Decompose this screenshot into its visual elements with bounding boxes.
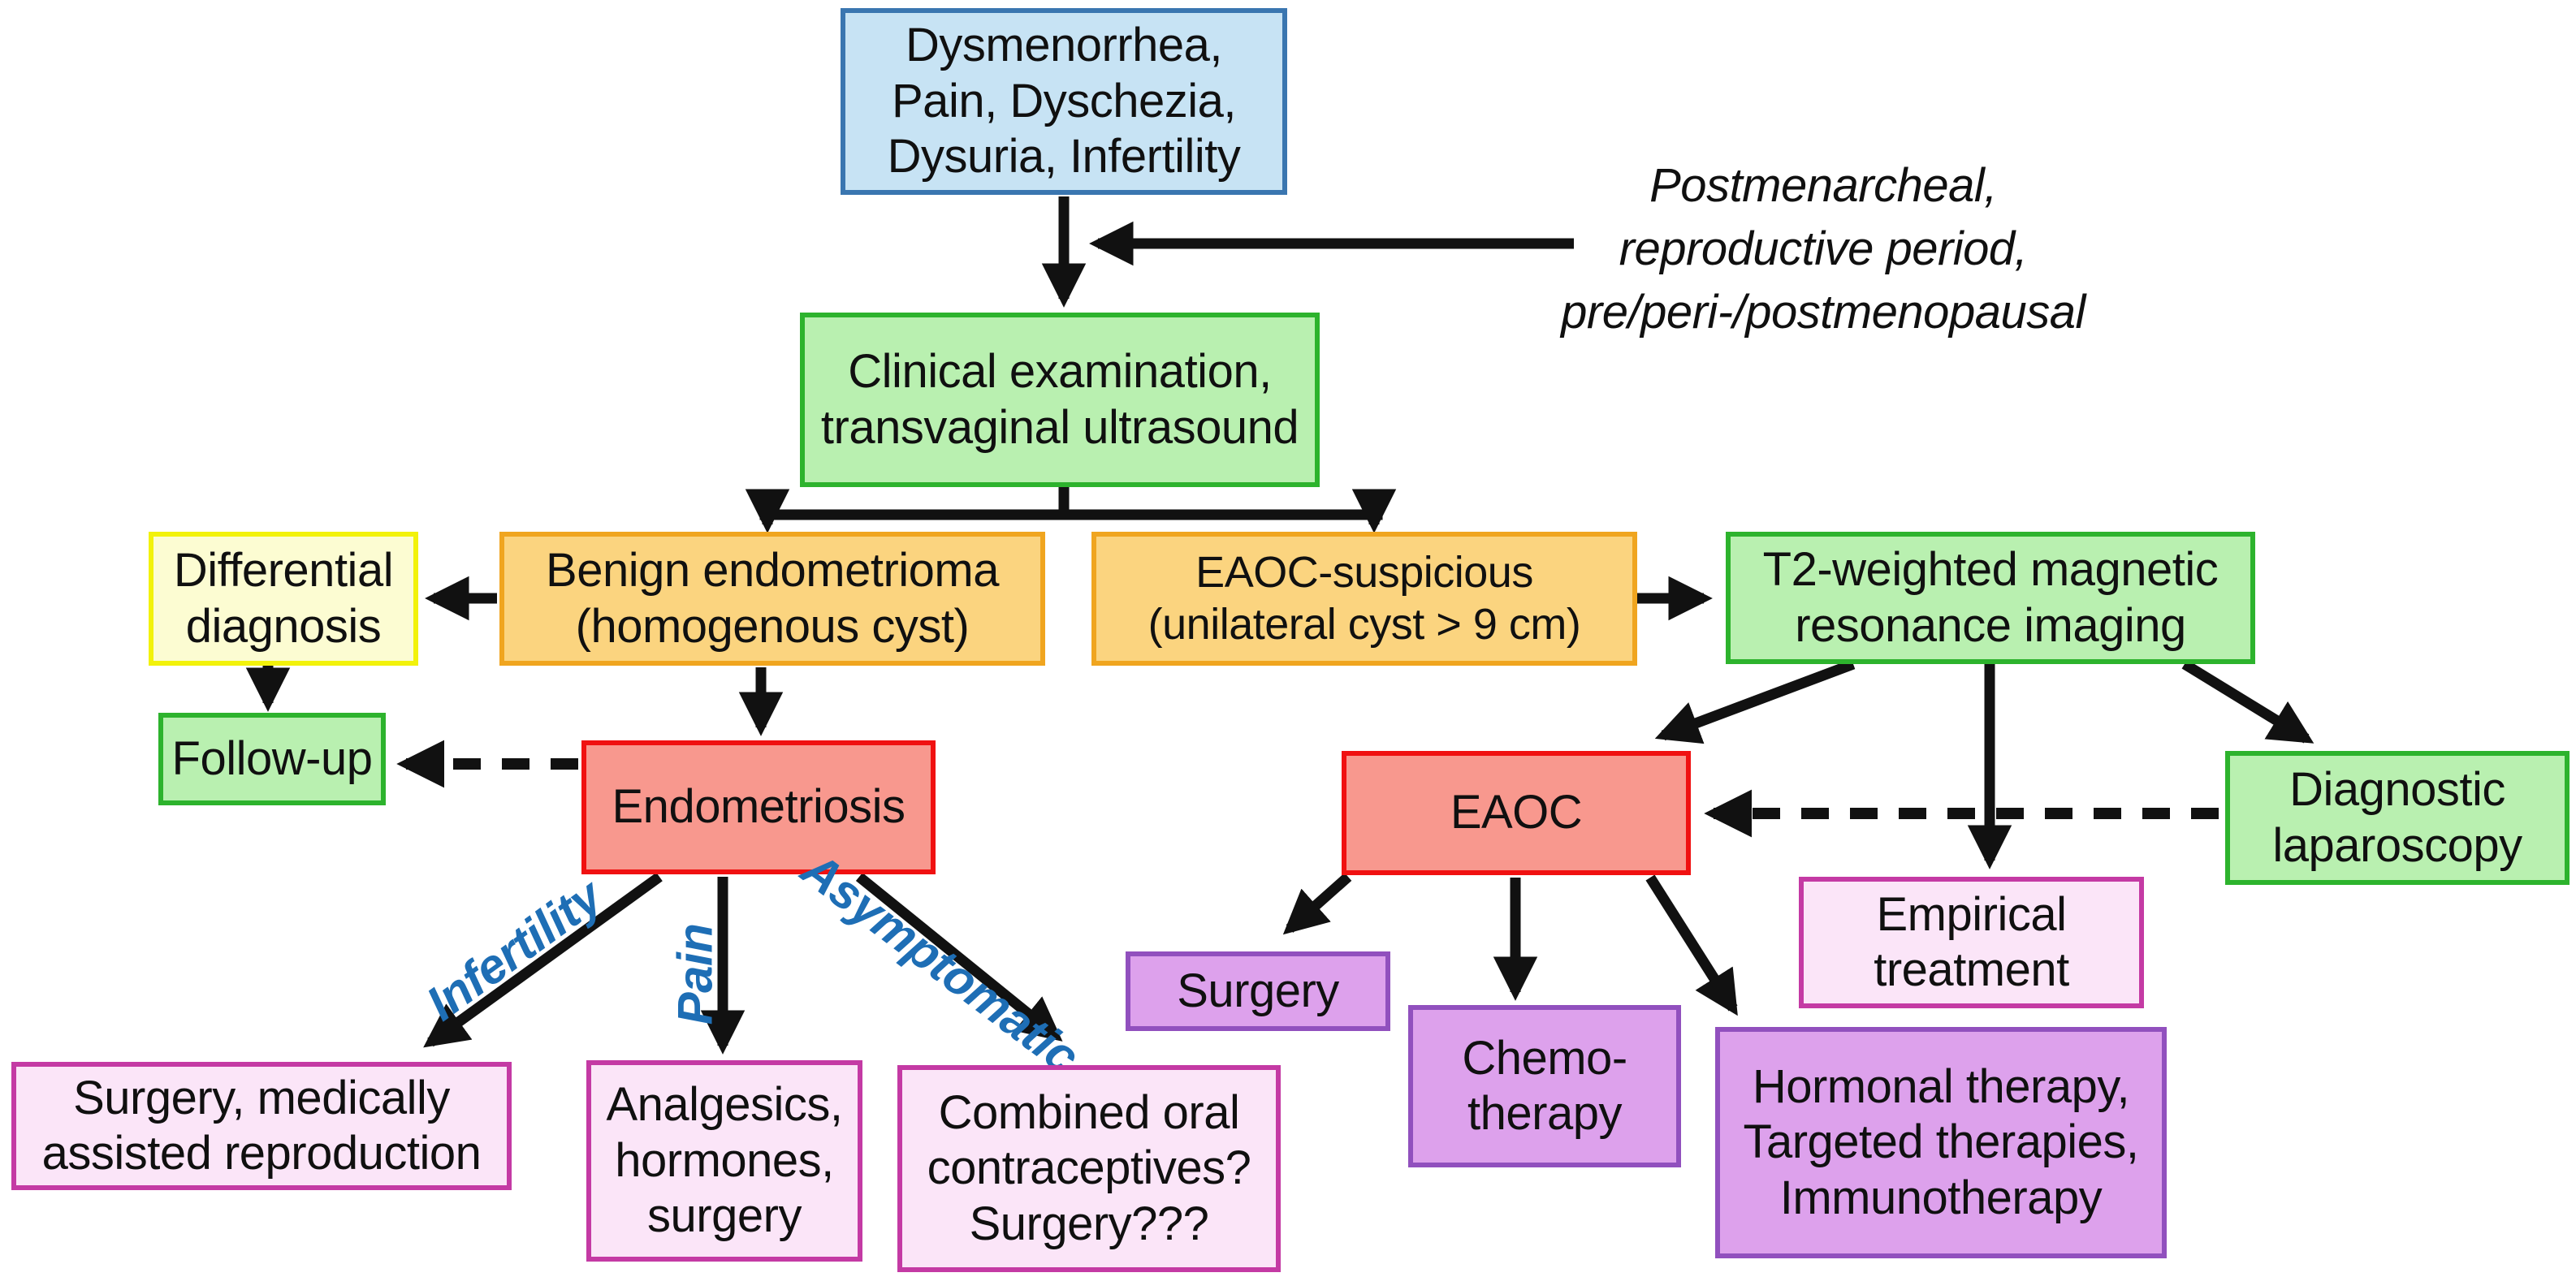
text-line: Diagnostic — [2289, 763, 2505, 817]
node-hormonal-targeted-immunotherapy: Hormonal therapy,Targeted therapies,Immu… — [1715, 1027, 2167, 1258]
text-line: EAOC — [1450, 786, 1583, 839]
node-analgesics: Analgesics,hormones,surgery — [586, 1060, 862, 1262]
text-line: Analgesics, — [606, 1078, 843, 1132]
text-line: assisted reproduction — [41, 1127, 482, 1180]
text-line: EAOC-suspicious — [1195, 547, 1533, 597]
node-surgery: Surgery — [1126, 951, 1390, 1031]
arrow-t2-to-laparoscopy — [2181, 659, 2315, 744]
arrow-endometriosis-asymptomatic — [855, 872, 1063, 1042]
text-line: (unilateral cyst > 9 cm) — [1148, 599, 1581, 649]
text-line: reproductive period, — [1619, 222, 2028, 275]
node-eaoc-suspicious: EAOC-suspicious(unilateral cyst > 9 cm) — [1091, 532, 1637, 666]
text-line: Surgery — [1177, 964, 1339, 1017]
split-connector — [759, 480, 1383, 520]
arrow-eaoc-to-hormonal — [1645, 874, 1738, 1016]
edge-label-pain: Pain — [668, 923, 723, 1025]
text-line: therapy — [1467, 1087, 1622, 1140]
node-symptoms: Dysmenorrhea,Pain, Dyschezia,Dysuria, In… — [841, 8, 1287, 195]
text-line: Immunotherapy — [1779, 1171, 2103, 1224]
text-line: T2-weighted magnetic — [1762, 543, 2219, 597]
text-line: surgery — [647, 1189, 802, 1243]
text-line: Surgery??? — [969, 1197, 1209, 1250]
text-line: Combined oral — [938, 1085, 1240, 1139]
text-line: Pain, Dyschezia, — [892, 74, 1236, 127]
node-endometriosis: Endometriosis — [581, 740, 936, 874]
text-line: pre/peri-/postmenopausal — [1561, 286, 2085, 339]
node-chemotherapy: Chemo-therapy — [1408, 1005, 1681, 1167]
arrow-eaoc-to-surgery — [1282, 873, 1352, 935]
text-line: Hormonal therapy, — [1752, 1059, 2130, 1113]
text-line: Dysmenorrhea, — [905, 19, 1222, 72]
text-line: Chemo- — [1462, 1031, 1627, 1085]
text-line: Differential — [173, 544, 394, 598]
node-benign-endometrioma: Benign endometrioma(homogenous cyst) — [499, 532, 1045, 666]
text-line: Postmenarcheal, — [1649, 159, 1997, 212]
arrow-endometriosis-infertility — [423, 872, 663, 1048]
text-line: Follow-up — [171, 731, 373, 785]
node-follow-up: Follow-up — [158, 713, 386, 805]
text-line: Targeted therapies, — [1743, 1115, 2139, 1169]
text-line: transvaginal ultrasound — [820, 400, 1299, 454]
text-line: Empirical — [1876, 887, 2068, 941]
text-line: treatment — [1874, 943, 2069, 996]
annotation-patient-period: Postmenarcheal, reproductive period, pre/p… — [1523, 154, 2124, 344]
arrow-t2-to-eaoc — [1654, 658, 1856, 744]
node-eaoc: EAOC — [1342, 751, 1691, 875]
text-line: Benign endometrioma — [546, 544, 999, 598]
text-line: Clinical examination, — [848, 345, 1272, 399]
text-line: diagnosis — [185, 599, 382, 653]
text-line: Endometriosis — [612, 780, 905, 834]
text-line: Dysuria, Infertility — [887, 130, 1241, 183]
text-line: resonance imaging — [1795, 598, 2186, 652]
text-line: Surgery, medically — [73, 1071, 450, 1124]
text-line: laparoscopy — [2272, 818, 2522, 872]
text-line: contraceptives? — [927, 1141, 1251, 1195]
text-line: (homogenous cyst) — [575, 599, 970, 653]
text-line: hormones, — [615, 1133, 834, 1187]
node-clinical-examination: Clinical examination,transvaginal ultras… — [800, 313, 1320, 487]
